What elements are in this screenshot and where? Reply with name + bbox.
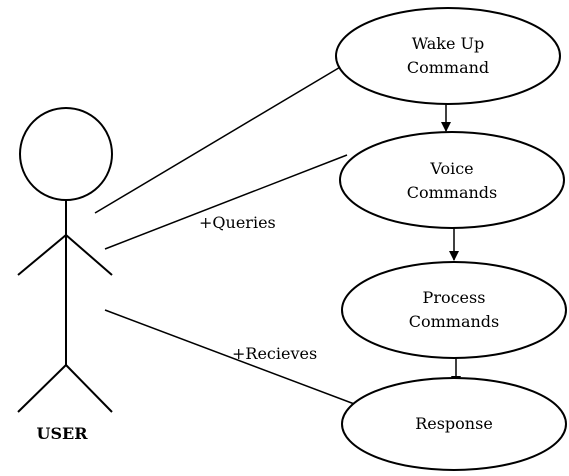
use-case-label-2-line1: Voice (430, 159, 474, 178)
use-case-label-4-line1: Response (415, 414, 493, 433)
actor-left-arm (17, 234, 67, 276)
use-case-label-2-line2: Commands (406, 183, 498, 202)
use-case-process-commands (341, 261, 567, 359)
use-case-label-3: Process Commands (384, 286, 524, 334)
actor-label: USER (36, 424, 88, 443)
use-case-label-1: Wake Up Command (378, 32, 518, 80)
association-label-queries: +Queries (199, 213, 276, 232)
actor-right-arm (65, 234, 113, 276)
use-case-label-1-line1: Wake Up (411, 34, 485, 53)
use-case-label-1-line2: Command (406, 58, 490, 77)
use-case-label-3-line1: Process (422, 288, 486, 307)
use-case-label-2: Voice Commands (382, 157, 522, 205)
use-case-voice-commands (339, 131, 565, 229)
use-case-wake-up-command (335, 7, 561, 105)
actor-head (19, 107, 113, 201)
association-user-response (104, 309, 358, 406)
use-case-label-4: Response (384, 412, 524, 436)
use-case-label-3-line2: Commands (408, 312, 500, 331)
association-user-wake-up (94, 65, 343, 214)
association-label-receives: +Recieves (232, 344, 318, 363)
actor-left-leg (17, 364, 67, 413)
association-user-voice-commands (104, 154, 348, 250)
use-case-response (341, 377, 567, 471)
actor-right-leg (65, 364, 113, 413)
actor-user-figure (17, 107, 113, 413)
